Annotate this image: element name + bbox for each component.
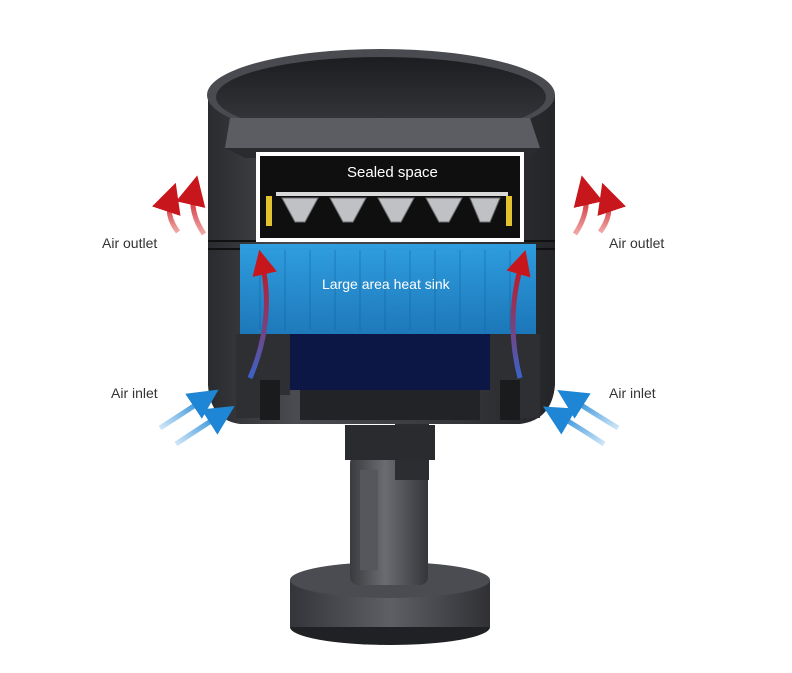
heat-sink: [240, 244, 536, 390]
air-inlet-arrows-left: [158, 389, 235, 447]
air-inlet-arrows-right: [543, 389, 620, 447]
base-disc: [290, 562, 490, 645]
label-air-outlet-right: Air outlet: [609, 235, 665, 251]
sealed-space-compartment: [256, 152, 524, 242]
label-air-inlet-left: Air inlet: [111, 385, 158, 401]
lower-housing: [236, 334, 540, 420]
air-outlet-arrows-left: [152, 175, 207, 236]
label-air-inlet-right: Air inlet: [609, 385, 656, 401]
internal-airflow: [247, 249, 531, 379]
label-heat-sink: Large area heat sink: [322, 276, 450, 292]
air-outlet-arrows-right: [572, 175, 626, 236]
mounting-bracket: [345, 420, 435, 585]
label-air-outlet-left: Air outlet: [102, 235, 158, 251]
label-sealed-space: Sealed space: [347, 164, 438, 181]
